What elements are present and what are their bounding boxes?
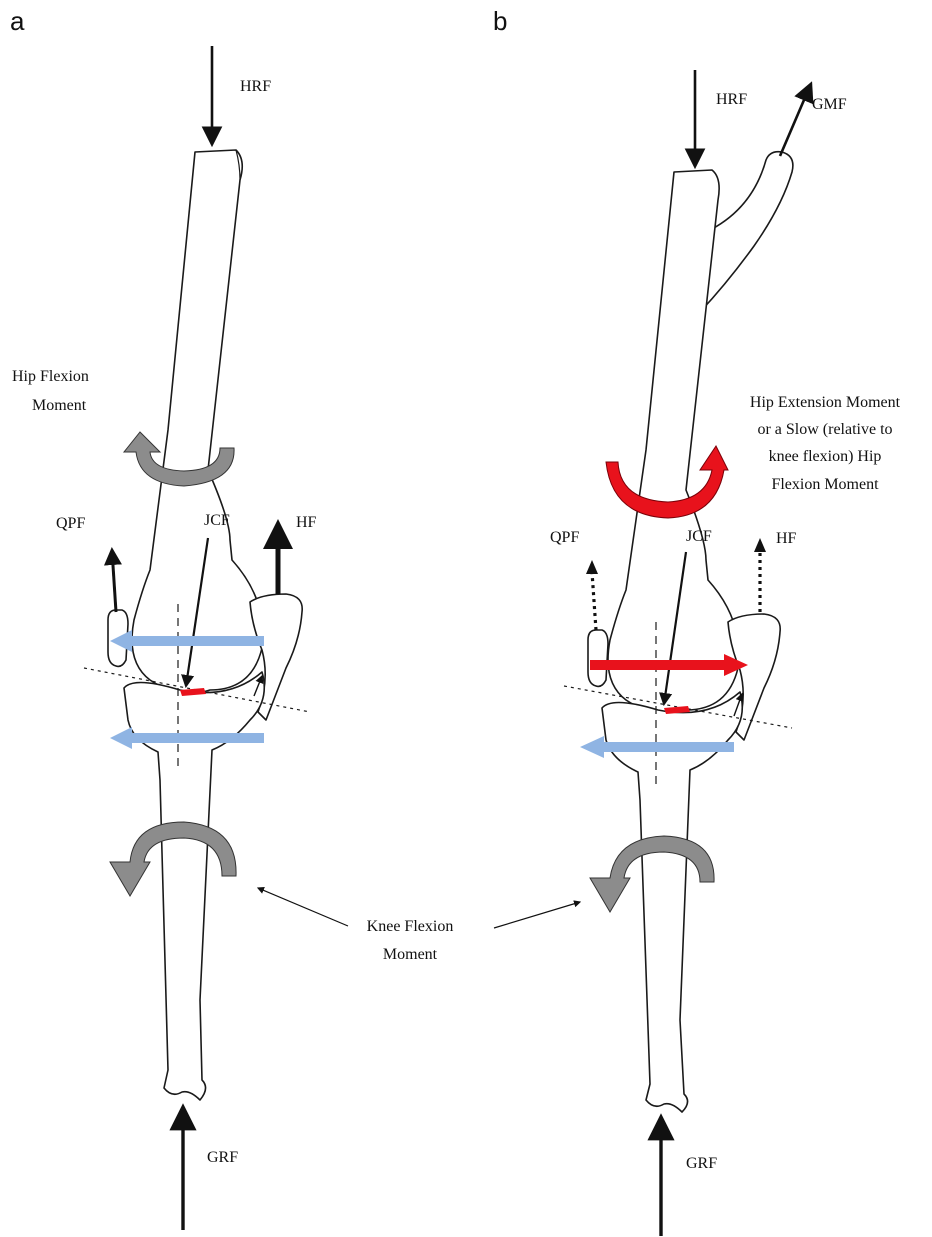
knee-pointer-left (258, 888, 348, 926)
hf-label-a: HF (296, 514, 317, 531)
jcf-label-b: JCF (686, 528, 712, 545)
panel-b: b HRF GMF Hip Extension Moment or a Slow… (493, 6, 901, 1236)
gmf-arrow-b (780, 86, 810, 156)
hrf-label-b: HRF (716, 91, 747, 108)
qpf-label-a: QPF (56, 515, 85, 532)
hf-arrowhead-b (754, 538, 766, 552)
panel-letter-a: a (10, 6, 25, 36)
jcf-label-a: JCF (204, 512, 230, 529)
knee-pointer-right (494, 902, 580, 928)
hip-moment-label-b-4: Flexion Moment (771, 476, 879, 493)
hip-moment-label-b-2: or a Slow (relative to (757, 421, 892, 438)
grf-label-b: GRF (686, 1155, 717, 1172)
knee-moment-callout: Knee Flexion Moment (258, 888, 580, 963)
panel-letter-b: b (493, 6, 507, 36)
qpf-arrowhead-b (586, 560, 598, 574)
hip-moment-label-a-2: Moment (32, 397, 87, 414)
gmf-label-b: GMF (812, 96, 847, 113)
hip-moment-label-b-1: Hip Extension Moment (750, 394, 901, 411)
knee-moment-label-2: Moment (383, 946, 438, 963)
qpf-arrow-a (112, 550, 116, 612)
patella-b (588, 630, 608, 686)
tibia-b (602, 692, 742, 1112)
hf-label-b: HF (776, 530, 797, 547)
qpf-label-b: QPF (550, 529, 579, 546)
panel-a: a HRF Hip Flexion Moment QPF (10, 6, 317, 1230)
knee-moment-label-1: Knee Flexion (367, 918, 454, 935)
qpf-arrow-b (592, 572, 596, 630)
hrf-label-a: HRF (240, 78, 271, 95)
hip-moment-label-a-1: Hip Flexion (12, 368, 89, 385)
hip-moment-label-b-3: knee flexion) Hip (769, 448, 882, 465)
grf-label-a: GRF (207, 1149, 238, 1166)
